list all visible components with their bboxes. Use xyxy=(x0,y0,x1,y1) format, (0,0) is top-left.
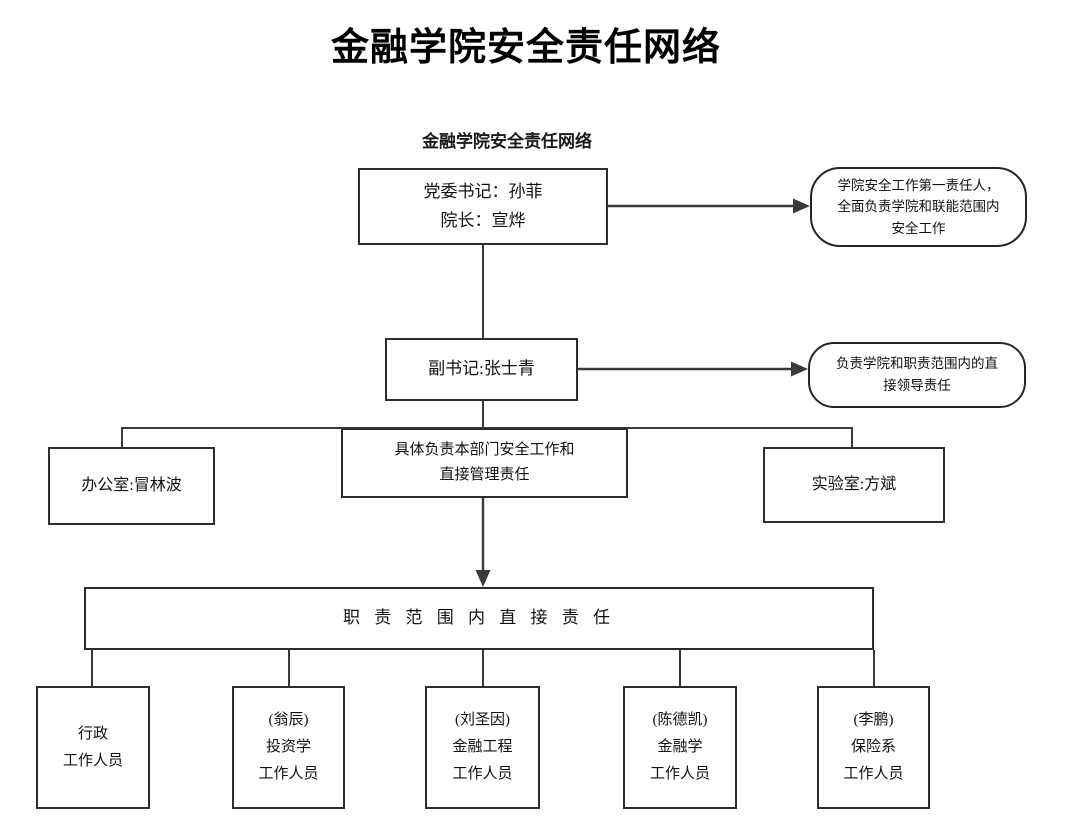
arrowhead-right-icon xyxy=(791,361,808,377)
node-staff-financial-engineering: (刘圣因) 金融工程 工作人员 xyxy=(425,686,540,809)
note-leader-line3: 安全工作 xyxy=(891,220,946,236)
staff-line: 工作人员 xyxy=(649,766,710,782)
node-leader-line2: 院长：宣烨 xyxy=(440,210,526,230)
arrowhead-down-icon xyxy=(475,570,491,587)
note-leader-responsibility: 学院安全工作第一责任人， 全面负责学院和联能范围内 安全工作 xyxy=(810,167,1027,247)
node-deputy-label: 副书记:张士青 xyxy=(428,359,535,379)
staff-line: 保险系 xyxy=(850,739,896,755)
page-title: 金融学院安全责任网络 xyxy=(330,27,721,69)
staff-line: 工作人员 xyxy=(62,752,123,769)
node-duty-line1: 具体负责本部门安全工作和 xyxy=(394,442,575,459)
staff-line: 投资学 xyxy=(265,739,311,755)
staff-line: (李鹏) xyxy=(853,712,894,728)
node-staff-insurance: (李鹏) 保险系 工作人员 xyxy=(817,686,930,809)
staff-line: 工作人员 xyxy=(258,766,319,782)
staff-line: 金融学 xyxy=(657,739,703,755)
staff-line: (刘圣因) xyxy=(455,712,510,728)
node-lab: 实验室:方斌 xyxy=(763,447,945,523)
staff-line: (翁辰) xyxy=(268,712,309,728)
staff-line: 行政 xyxy=(77,725,108,742)
node-office: 办公室:冒林波 xyxy=(48,447,215,525)
node-duty: 具体负责本部门安全工作和 直接管理责任 xyxy=(341,428,628,498)
staff-line: 金融工程 xyxy=(452,739,513,755)
staff-line: 工作人员 xyxy=(452,766,513,782)
staff-line: 工作人员 xyxy=(843,766,904,782)
note-leader-line2: 全面负责学院和联能范围内 xyxy=(837,199,1000,215)
node-leader: 党委书记：孙菲 院长：宣烨 xyxy=(358,168,608,245)
note-deputy-line1: 负责学院和职责范围内的直 xyxy=(836,356,998,372)
node-lab-label: 实验室:方斌 xyxy=(811,476,897,494)
node-staff-investment: (翁辰) 投资学 工作人员 xyxy=(232,686,345,809)
node-leader-line1: 党委书记：孙菲 xyxy=(423,181,543,201)
arrowhead-right-icon xyxy=(793,198,810,214)
node-staff-finance: (陈德凯) 金融学 工作人员 xyxy=(623,686,737,809)
node-deputy: 副书记:张士青 xyxy=(385,338,578,401)
node-duty-line2: 直接管理责任 xyxy=(439,467,530,483)
diagram-heading: 金融学院安全责任网络 xyxy=(422,132,592,151)
note-leader-line1: 学院安全工作第一责任人， xyxy=(837,177,1000,193)
staff-line: (陈德凯) xyxy=(652,712,708,728)
node-direct-duty-label: 职 责 范 围 内 直 接 责 任 xyxy=(343,608,615,628)
note-deputy-line2: 接领导责任 xyxy=(883,378,951,393)
node-staff-admin: 行政 工作人员 xyxy=(36,686,150,809)
note-deputy-responsibility: 负责学院和职责范围内的直 接领导责任 xyxy=(808,342,1026,408)
node-office-label: 办公室:冒林波 xyxy=(81,477,182,495)
node-direct-duty: 职 责 范 围 内 直 接 责 任 xyxy=(84,587,874,650)
